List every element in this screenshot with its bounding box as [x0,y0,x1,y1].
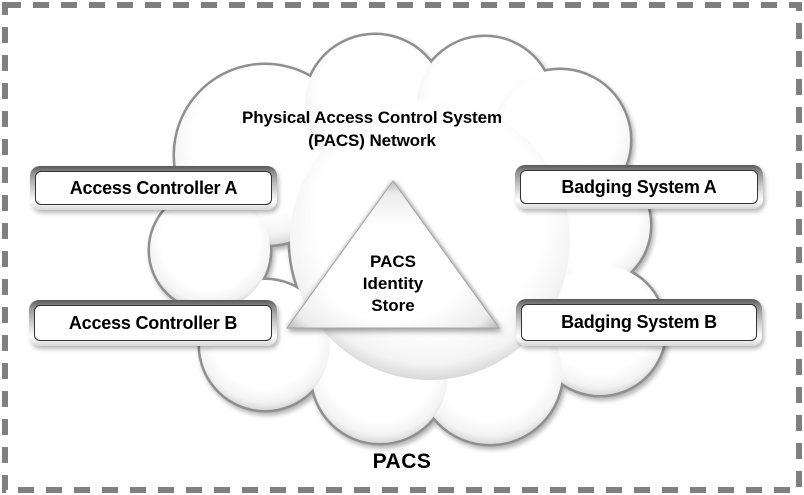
identity-store-line1: PACS [370,252,416,271]
cloud-title-line1: Physical Access Control System [242,108,502,127]
identity-store-line3: Store [371,296,415,315]
node-access-controller-a: Access Controller A [30,166,277,210]
cloud-title: Physical Access Control System (PACS) Ne… [157,106,587,152]
node-access-controller-b: Access Controller B [29,300,277,346]
node-badging-system-b-label: Badging System B [521,304,757,341]
node-access-controller-a-label: Access Controller A [35,171,272,205]
node-access-controller-b-label: Access Controller B [34,305,272,341]
identity-store-label: PACS Identity Store [313,251,473,317]
identity-store-line2: Identity [362,274,424,293]
node-badging-system-b: Badging System B [516,299,762,346]
node-badging-system-a-label: Badging System A [520,170,758,204]
node-badging-system-a: Badging System A [515,165,763,209]
cloud-title-line2: (PACS) Network [308,131,436,150]
pacs-caption: PACS [372,450,432,473]
